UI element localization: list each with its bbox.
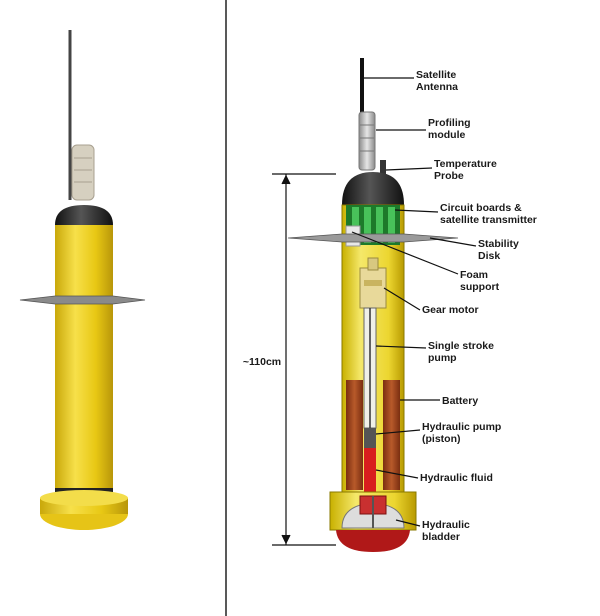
- cutaway-temperature-probe: [380, 160, 386, 174]
- photo-profiling-module: [71, 144, 95, 201]
- label-profiling-module: Profiling module: [428, 117, 474, 141]
- cutaway-battery-right: [383, 380, 400, 490]
- label-hydraulic-fluid: Hydraulic fluid: [420, 472, 493, 484]
- cutaway-battery-left: [346, 380, 363, 490]
- height-dimension: [272, 173, 336, 546]
- height-label: ~110cm: [243, 356, 281, 368]
- photo-hull: [55, 225, 113, 490]
- cutaway-hydraulic-fluid: [364, 448, 376, 496]
- cutaway-stability-disk: [287, 233, 459, 243]
- float-photo: [19, 30, 146, 530]
- float-cutaway: ~110cm Satellite Antenna Profiling modul…: [243, 58, 537, 552]
- photo-top-cap: [55, 205, 113, 225]
- label-battery: Battery: [442, 395, 478, 407]
- label-gear-motor: Gear motor: [422, 304, 479, 316]
- label-circuit-boards: Circuit boards & satellite transmitter: [440, 202, 537, 226]
- label-hydraulic-bladder: Hydraulic bladder: [422, 519, 473, 543]
- cutaway-top-cap: [342, 172, 404, 205]
- label-temperature-probe: Temperature Probe: [434, 158, 500, 182]
- label-stability-disk: Stability Disk: [478, 238, 522, 262]
- photo-stability-disk: [19, 295, 146, 305]
- label-hydraulic-pump: Hydraulic pump (piston): [422, 421, 504, 445]
- label-satellite-antenna: Satellite Antenna: [416, 69, 459, 93]
- cutaway-gear-motor: [359, 267, 387, 309]
- cutaway-profiling-module: [358, 111, 376, 171]
- leader-lines: [351, 77, 477, 527]
- label-single-stroke-pump: Single stroke pump: [428, 340, 497, 364]
- cutaway-hydraulic-pump: [364, 428, 376, 448]
- label-foam-support: Foam support: [460, 269, 500, 293]
- cutaway-hydraulic-bladder: [336, 530, 410, 552]
